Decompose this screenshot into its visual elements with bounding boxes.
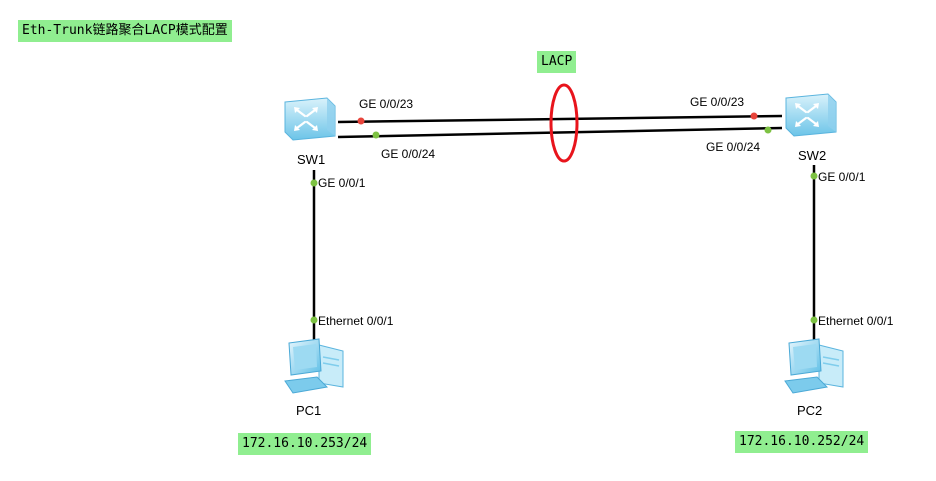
sw1-device[interactable] xyxy=(283,96,337,142)
sw2-port-ge23-label: GE 0/0/23 xyxy=(690,95,745,109)
pc1-name: PC1 xyxy=(296,403,322,418)
switch-icon xyxy=(785,93,837,137)
sw2-ge23-port-dot xyxy=(750,112,758,120)
sw1-ge23-port-dot xyxy=(357,117,365,125)
sw1-name: SW1 xyxy=(297,152,326,167)
sw1-port-ge23-label: GE 0/0/23 xyxy=(359,97,414,111)
sw2-port-ge24-label: GE 0/0/24 xyxy=(706,140,761,154)
pc2-name: PC2 xyxy=(797,403,823,418)
sw1-ge1-port-dot xyxy=(310,179,318,187)
pc2-port-eth-label: Ethernet 0/0/1 xyxy=(818,314,894,328)
pc2-eth-port-dot xyxy=(810,316,818,324)
switch-icon xyxy=(284,97,336,141)
pc1-device[interactable] xyxy=(281,337,347,397)
sw2-port-ge1-label: GE 0/0/1 xyxy=(818,170,866,184)
sw1-ge24-port-dot xyxy=(372,131,380,139)
sw2-device[interactable] xyxy=(784,92,838,138)
sw1-port-ge24-label: GE 0/0/24 xyxy=(381,147,436,161)
trunk-link-ge24[interactable] xyxy=(337,126,783,139)
lacp-label: LACP xyxy=(537,51,577,73)
diagram-title: Eth-Trunk链路聚合LACP模式配置 xyxy=(18,20,232,42)
pc1-eth-port-dot xyxy=(310,316,318,324)
pc-icon xyxy=(284,338,344,394)
sw1-port-ge1-label: GE 0/0/1 xyxy=(318,176,366,190)
sw2-ge24-port-dot xyxy=(764,126,772,134)
lacp-ring xyxy=(549,83,579,163)
sw2-name: SW2 xyxy=(798,148,827,163)
trunk-link-ge23[interactable] xyxy=(337,114,783,124)
pc2-device[interactable] xyxy=(781,337,847,397)
pc2-ip-label: 172.16.10.252/24 xyxy=(735,431,869,453)
pc1-port-eth-label: Ethernet 0/0/1 xyxy=(318,314,394,328)
sw2-ge1-port-dot xyxy=(810,172,818,180)
pc-icon xyxy=(784,338,844,394)
pc1-ip-label: 172.16.10.253/24 xyxy=(238,433,372,455)
